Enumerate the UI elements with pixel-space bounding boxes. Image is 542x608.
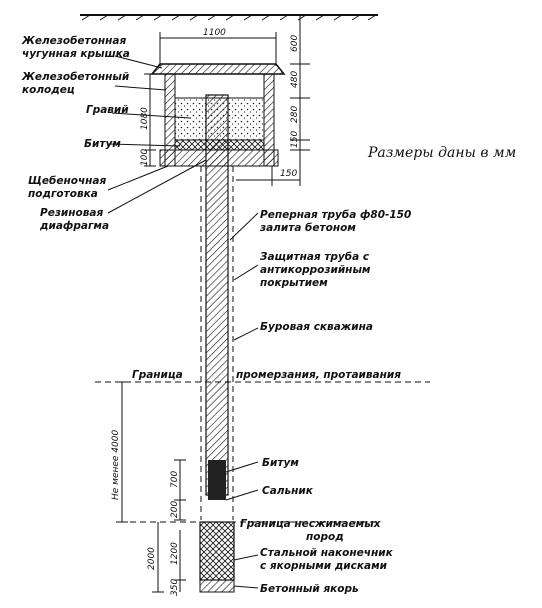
- dimension-width: 1100: [159, 28, 277, 66]
- label-bitumen-bottom: Битум: [262, 457, 299, 469]
- dim-150-bottom: 150: [236, 166, 301, 186]
- left-dimensions: 1080 100: [140, 73, 156, 167]
- label-gland: Сальник: [262, 485, 314, 497]
- label-gravel: Гравий: [86, 104, 129, 116]
- svg-text:280: 280: [290, 106, 300, 123]
- label-frost-left: Граница: [132, 369, 183, 381]
- steel-tip: [199, 521, 235, 581]
- bottom-left-dimensions: Не менее 4000 2000 700 200 1200 350: [111, 381, 186, 596]
- note-units: Размеры даны в мм: [367, 145, 516, 161]
- svg-text:150: 150: [280, 169, 297, 179]
- label-frost-right: промерзания, протаивания: [236, 369, 401, 381]
- svg-text:480: 480: [290, 71, 300, 88]
- svg-text:150: 150: [290, 131, 300, 148]
- bitumen-bottom-fill: [208, 460, 226, 500]
- dim-1100: 1100: [203, 28, 226, 38]
- svg-text:1080: 1080: [140, 107, 150, 130]
- label-concrete-anchor: Бетонный якорь: [260, 583, 359, 595]
- svg-text:2000: 2000: [147, 547, 157, 570]
- well-lid: [150, 63, 286, 75]
- label-borehole: Буровая скважина: [260, 321, 373, 333]
- label-bitumen-top: Битум: [84, 138, 121, 150]
- svg-text:700: 700: [170, 471, 180, 488]
- concrete-anchor: [199, 579, 235, 593]
- svg-text:600: 600: [290, 35, 300, 52]
- leader-lines: [107, 55, 259, 589]
- svg-text:100: 100: [140, 149, 150, 166]
- benchmark-pipe: [199, 94, 235, 593]
- svg-text:200: 200: [170, 501, 180, 518]
- svg-text:1200: 1200: [170, 542, 180, 565]
- ground-surface: [80, 14, 378, 21]
- svg-text:350: 350: [170, 579, 180, 596]
- right-dimensions: 600 480 280 150: [290, 15, 310, 170]
- svg-text:Не менее 4000: Не менее 4000: [111, 430, 121, 500]
